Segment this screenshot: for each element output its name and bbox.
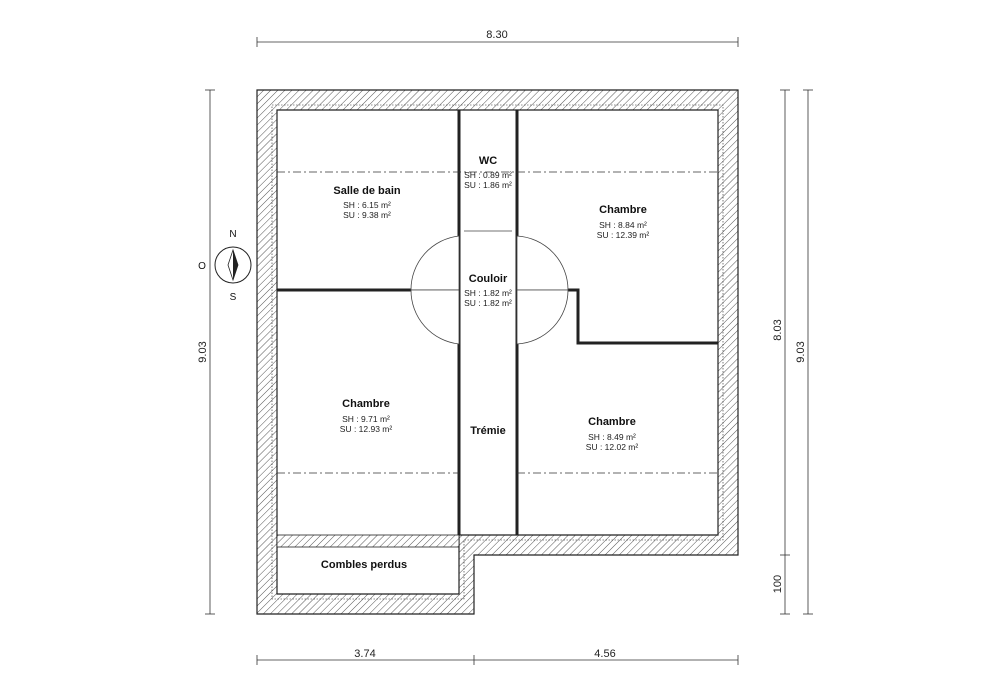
room-combles-perdus: Combles perdus [321,559,407,571]
dimension-bottom: 3.74 4.56 [256,648,739,665]
dimension-right-outer-label: 9.03 [795,341,807,362]
room-su: SU : 1.86 m² [464,180,512,190]
room-chambre-ne: Chambre SH : 8.84 m² SU : 12.39 m² [597,204,650,240]
room-su: SU : 9.38 m² [343,210,391,220]
compass-west: O [198,261,206,272]
room-su: SU : 12.02 m² [586,442,639,452]
room-chambre-sw: Chambre SH : 9.71 m² SU : 12.93 m² [340,398,393,434]
room-name: Combles perdus [321,559,407,571]
room-sh: SH : 8.84 m² [599,220,647,230]
room-chambre-se: Chambre SH : 8.49 m² SU : 12.02 m² [586,416,639,452]
dimension-right-small-label: 100 [772,575,784,593]
room-su: SU : 12.39 m² [597,230,650,240]
room-name: WC [479,155,497,167]
dimension-right-outer: 9.03 [795,89,813,615]
compass-south: S [230,292,237,303]
dimension-bottom-left-label: 3.74 [354,648,375,660]
room-name: Trémie [470,425,505,437]
dimension-top-label: 8.30 [486,29,507,41]
room-name: Chambre [588,416,636,428]
dimension-left-label: 9.03 [197,341,209,362]
compass: N S O E [198,229,266,303]
room-salle-de-bain: Salle de bain SH : 6.15 m² SU : 9.38 m² [333,185,401,220]
room-sh: SH : 9.71 m² [342,414,390,424]
room-name: Chambre [599,204,647,216]
room-tremie: Trémie [470,425,505,437]
doors [410,230,569,345]
room-su: SU : 1.82 m² [464,298,512,308]
room-couloir: Couloir SH : 1.82 m² SU : 1.82 m² [464,273,512,308]
room-name: Chambre [342,398,390,410]
room-wc: WC SH : 0.89 m² SU : 1.86 m² [464,155,512,190]
dimension-top: 8.30 [256,29,739,47]
room-name: Salle de bain [333,185,401,197]
room-sh: SH : 8.49 m² [588,432,636,442]
dimension-right-inner: 8.03 100 [772,89,790,615]
room-sh: SH : 6.15 m² [343,200,391,210]
combles-separator [276,534,460,548]
dimension-right-inner-label: 8.03 [772,319,784,340]
dimension-left: 9.03 [197,89,215,615]
room-su: SU : 12.93 m² [340,424,393,434]
room-sh: SH : 0.89 m² [464,170,512,180]
dimension-bottom-right-label: 4.56 [594,648,615,660]
compass-north: N [229,229,236,240]
room-name: Couloir [469,273,508,285]
roof-lines [277,171,718,474]
room-sh: SH : 1.82 m² [464,288,512,298]
